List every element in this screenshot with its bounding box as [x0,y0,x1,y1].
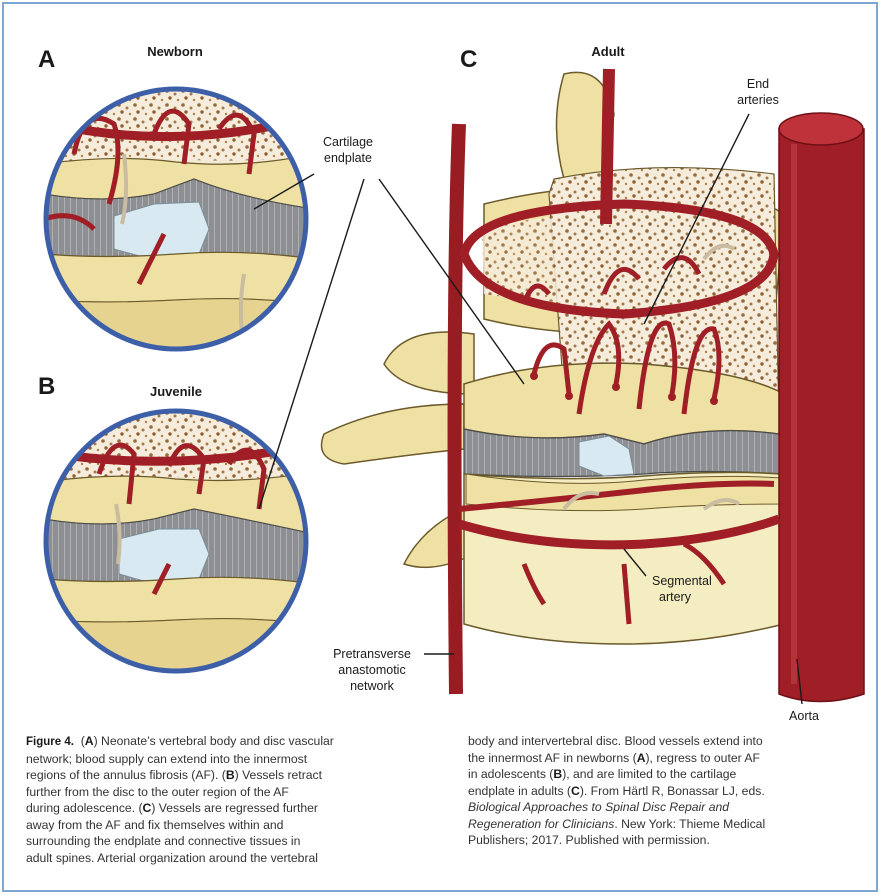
caption-line: the innermost AF in newborns (A), regres… [468,750,863,767]
label-segmental-line-2: artery [659,590,692,604]
figure-label: Figure 4. [26,736,74,748]
label-pretransverse-line-2: anastomotic [338,663,405,677]
vascular-illustration: A Newborn B Juvenile [4,4,878,726]
caption-line: body and intervertebral disc. Blood vess… [468,733,863,750]
panel-c-title: Adult [591,44,625,59]
caption-line: during adolescence. (C) Vessels are regr… [26,800,421,817]
caption-line: away from the AF and fix themselves with… [26,817,421,834]
caption-left-column: Figure 4. (A) Neonate’s vertebral body a… [26,733,421,866]
label-pretransverse-line-3: network [350,679,395,693]
panel-b-juvenile: B Juvenile [38,373,314,674]
aorta [779,113,864,702]
panel-c-letter: C [460,46,477,73]
label-pretransverse: Pretransverse anastomotic network [333,647,454,693]
label-aorta-text: Aorta [789,709,819,723]
caption-line: network; blood supply can extend into th… [26,751,421,768]
caption-line: endplate in adults (C). From Härtl R, Bo… [468,783,863,800]
caption-line: adult spines. Arterial organization arou… [26,850,421,867]
caption-line: regions of the annulus fibrosis (AF). (B… [26,767,421,784]
transverse-process-lower [322,404,465,464]
figure-caption: Figure 4. (A) Neonate’s vertebral body a… [26,733,856,883]
label-cartilage-line-2: endplate [324,151,372,165]
caption-line: further from the disc to the outer regio… [26,784,421,801]
caption-line: Publishers; 2017. Published with permiss… [468,832,863,849]
panel-b-title: Juvenile [150,384,202,399]
caption-line: in adolescents (B), and are limited to t… [468,766,863,783]
label-segmental-line-1: Segmental [652,574,712,588]
label-end-arteries-line-2: arteries [737,93,779,107]
caption-line: surrounding the endplate and connective … [26,833,421,850]
panel-b-letter: B [38,373,55,400]
label-cartilage-line-1: Cartilage [323,135,373,149]
label-end-arteries-line-1: End [747,77,769,91]
caption-line: Regeneration for Clinicians. New York: T… [468,816,863,833]
panel-c-adult: C Adult [322,44,865,702]
upper-cancellous-top [482,212,774,304]
panel-a-letter: A [38,46,55,73]
panel-a-newborn: A Newborn [38,44,314,354]
caption-line: Figure 4. (A) Neonate’s vertebral body a… [26,733,421,751]
caption-right-column: body and intervertebral disc. Blood vess… [468,733,863,849]
label-pretransverse-line-1: Pretransverse [333,647,411,661]
panel-a-title: Newborn [147,44,203,59]
caption-line: Biological Approaches to Spinal Disc Rep… [468,799,863,816]
